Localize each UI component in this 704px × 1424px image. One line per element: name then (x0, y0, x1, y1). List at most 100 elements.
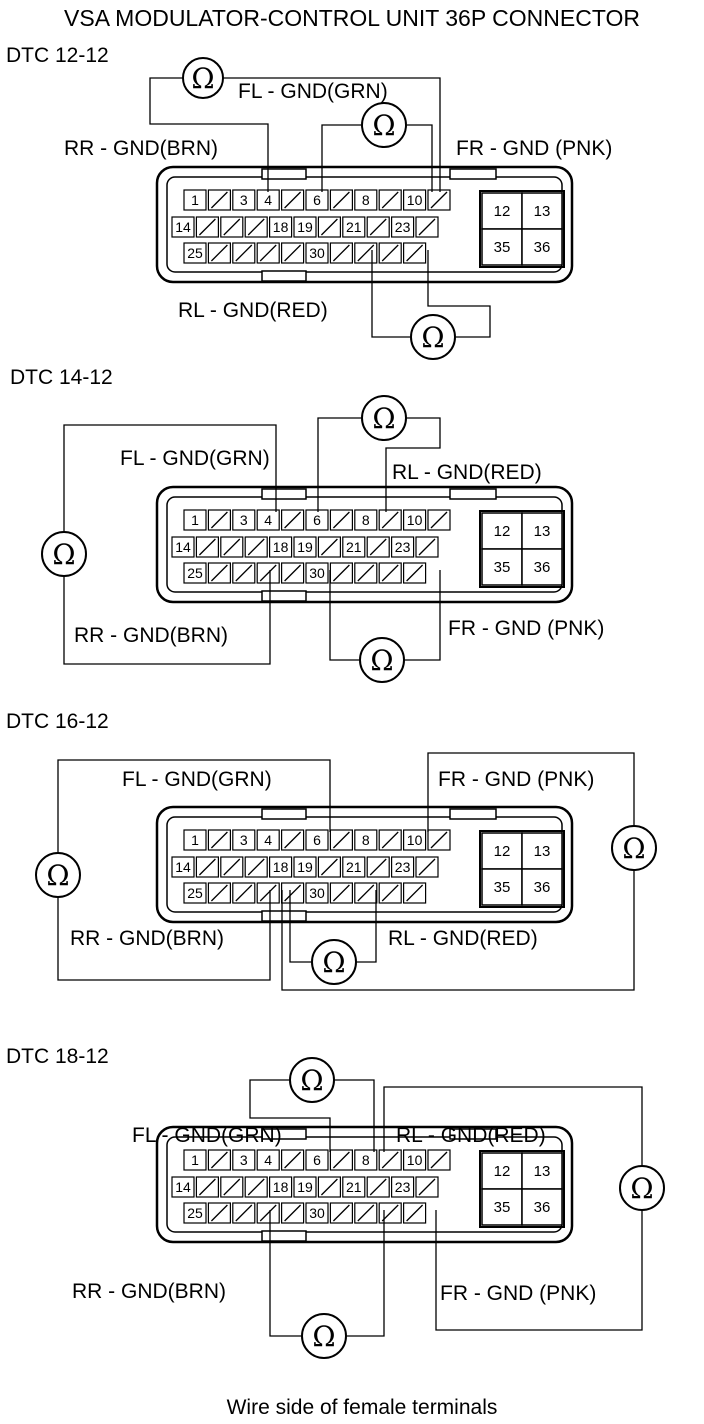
terminal-empty (317, 856, 341, 878)
ohmmeter: Ω (311, 939, 357, 985)
terminal-30: 30 (305, 882, 329, 904)
terminal-empty (220, 536, 244, 558)
terminal-empty (329, 1149, 353, 1171)
terminal-empty (256, 242, 280, 264)
ohmmeter: Ω (359, 637, 405, 683)
terminal-number: 10 (407, 832, 423, 848)
rr-gnd-label: RR - GND(BRN) (72, 1280, 226, 1303)
terminal-30: 30 (305, 242, 329, 264)
terminal-empty (378, 829, 402, 851)
terminal-14: 14 (171, 1176, 195, 1198)
terminal-number: 23 (395, 539, 411, 555)
ohmmeter: Ω (611, 825, 657, 871)
ohm-icon: Ω (622, 832, 645, 865)
terminal-number: 12 (494, 523, 511, 540)
terminal-number: 12 (494, 1163, 511, 1180)
terminal-empty (207, 1149, 231, 1171)
ohm-icon: Ω (372, 402, 395, 435)
terminal-empty (403, 882, 427, 904)
terminal-empty (256, 1202, 280, 1224)
terminal-empty (354, 1202, 378, 1224)
terminal-number: 25 (187, 1205, 203, 1221)
terminal-1: 1 (183, 509, 207, 531)
ohmmeter: Ω (41, 531, 87, 577)
terminal-number: 21 (346, 859, 362, 875)
terminal-4: 4 (256, 1149, 280, 1171)
terminal-number: 18 (273, 219, 289, 235)
terminal-4: 4 (256, 829, 280, 851)
terminal-13: 13 (521, 192, 563, 230)
terminal-empty (378, 242, 402, 264)
terminal-number: 6 (313, 1152, 321, 1168)
terminal-number: 13 (534, 203, 551, 220)
terminal-number: 23 (395, 1179, 411, 1195)
ohm-icon: Ω (630, 1172, 653, 1205)
terminal-empty (415, 1176, 439, 1198)
ohmmeter: Ω (410, 314, 456, 360)
terminal-number: 4 (264, 1152, 272, 1168)
terminal-number: 13 (534, 843, 551, 860)
terminal-number: 8 (362, 832, 370, 848)
terminal-6: 6 (305, 189, 329, 211)
terminal-21: 21 (342, 856, 366, 878)
terminal-empty (220, 856, 244, 878)
terminal-21: 21 (342, 536, 366, 558)
terminal-1: 1 (183, 189, 207, 211)
terminal-12: 12 (481, 832, 523, 870)
dtc-label: DTC 18-12 (6, 1045, 109, 1068)
terminal-number: 36 (534, 239, 551, 256)
terminal-empty (378, 189, 402, 211)
locking-tab (261, 270, 307, 282)
terminal-19: 19 (293, 216, 317, 238)
terminal-empty (281, 1202, 305, 1224)
terminal-18: 18 (269, 1176, 293, 1198)
terminal-35: 35 (481, 868, 523, 906)
terminal-empty (244, 856, 268, 878)
terminal-empty (207, 509, 231, 531)
terminal-25: 25 (183, 242, 207, 264)
terminal-number: 21 (346, 219, 362, 235)
terminal-empty (378, 1149, 402, 1171)
terminal-number: 3 (240, 192, 248, 208)
terminal-empty (232, 1202, 256, 1224)
terminal-empty (207, 882, 231, 904)
terminal-empty (207, 189, 231, 211)
terminal-number: 3 (240, 832, 248, 848)
terminal-13: 13 (521, 1152, 563, 1190)
terminal-number: 23 (395, 859, 411, 875)
footer-caption: Wire side of female terminals (227, 1396, 498, 1419)
terminal-14: 14 (171, 216, 195, 238)
locking-tab (261, 1230, 307, 1242)
terminal-6: 6 (305, 829, 329, 851)
terminal-number: 14 (175, 859, 191, 875)
terminal-number: 36 (534, 559, 551, 576)
terminal-number: 4 (264, 512, 272, 528)
terminal-empty (317, 216, 341, 238)
terminal-empty (256, 882, 280, 904)
terminal-empty (378, 562, 402, 584)
locking-tab (449, 488, 497, 500)
terminal-number: 13 (534, 523, 551, 540)
terminal-18: 18 (269, 536, 293, 558)
terminal-number: 18 (273, 859, 289, 875)
terminal-8: 8 (354, 1149, 378, 1171)
terminal-1: 1 (183, 1149, 207, 1171)
terminal-empty (366, 536, 390, 558)
terminal-36: 36 (521, 548, 563, 586)
terminal-empty (281, 1149, 305, 1171)
terminal-12: 12 (481, 1152, 523, 1190)
terminal-empty (354, 882, 378, 904)
ohm-icon: Ω (421, 321, 444, 354)
terminal-empty (232, 882, 256, 904)
terminal-empty (403, 242, 427, 264)
locking-tab (449, 168, 497, 180)
locking-tab (261, 590, 307, 602)
dtc-label: DTC 14-12 (10, 366, 113, 389)
fr-gnd-label: FR - GND (PNK) (448, 617, 604, 640)
terminal-number: 1 (191, 832, 199, 848)
terminal-25: 25 (183, 562, 207, 584)
terminal-36: 36 (521, 1188, 563, 1226)
